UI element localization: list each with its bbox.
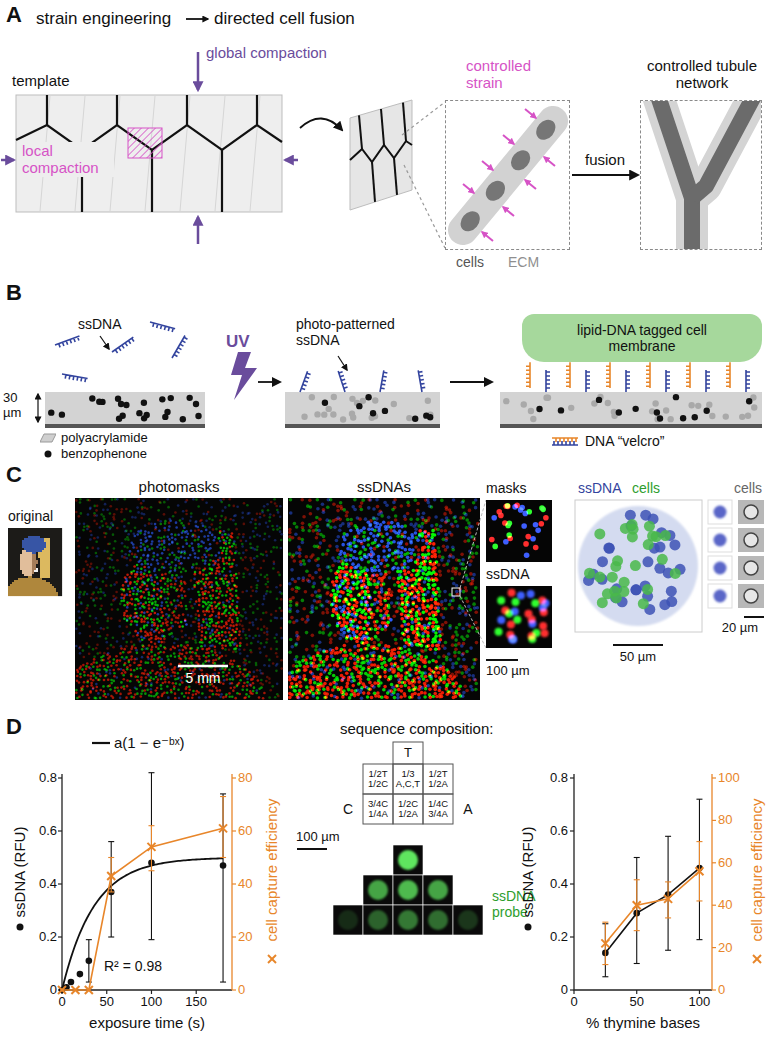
figure-page: Astrain engineeringdirected cell fusiont… — [0, 0, 772, 1050]
